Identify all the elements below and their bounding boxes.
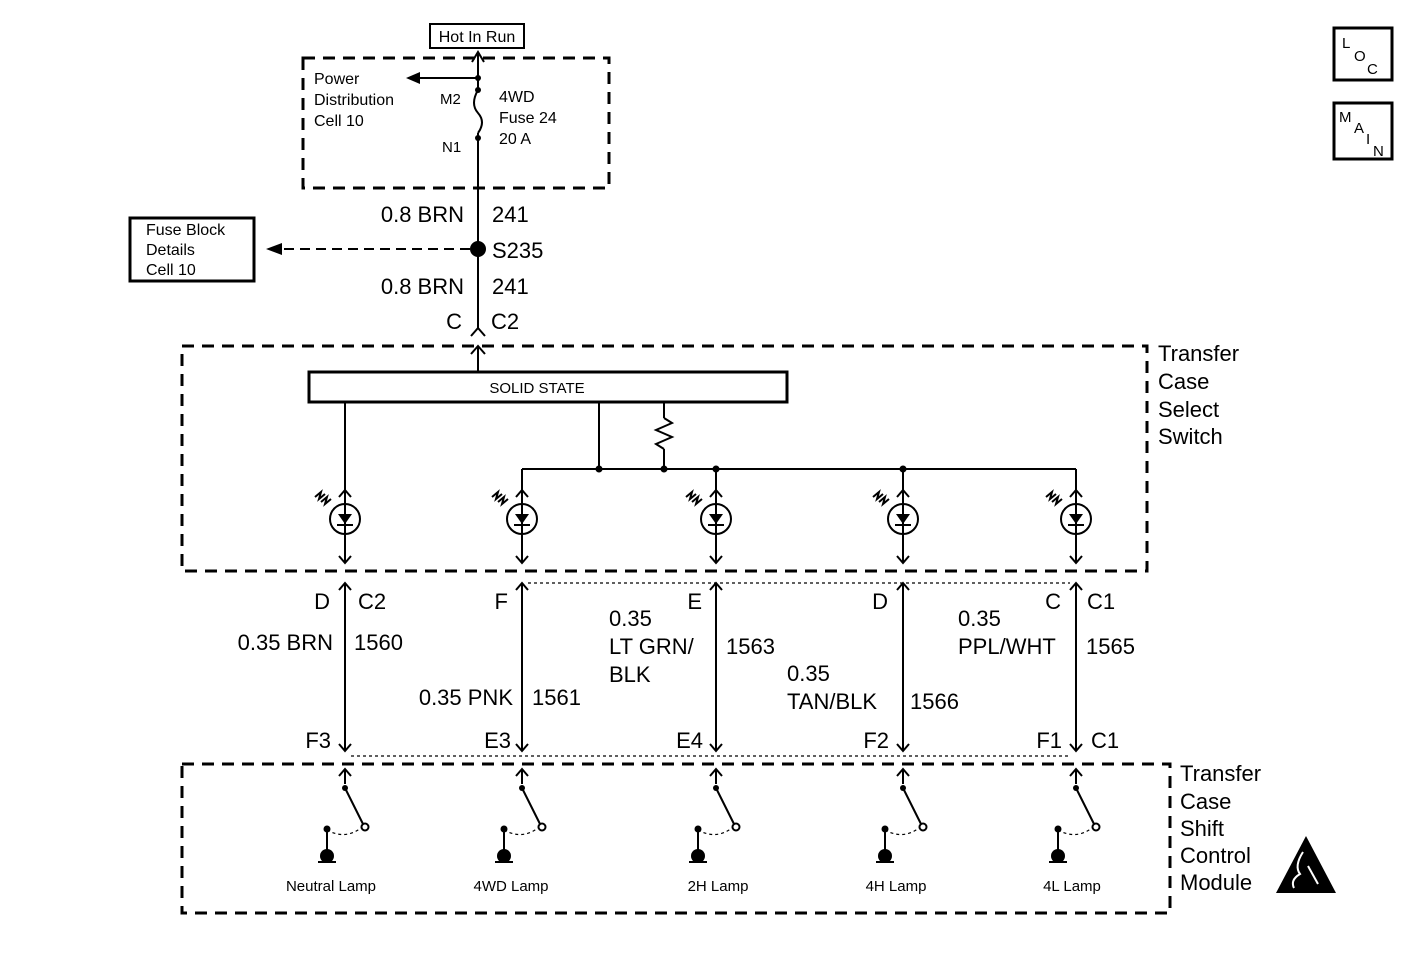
c1565-bottom-conn: C1 (1091, 728, 1119, 753)
fuse-line1: 4WD (499, 89, 535, 106)
led-2h (685, 488, 732, 565)
conn-top-connector: C2 (491, 309, 519, 334)
shift-module-line1: Transfer (1180, 761, 1261, 786)
c1563-wire-a: 0.35 (609, 606, 652, 631)
main-feed-wire (406, 50, 485, 328)
main-letter-n: N (1373, 143, 1384, 160)
loc-letter-o: O (1354, 48, 1366, 65)
switch-2h (689, 767, 741, 863)
splice-label: S235 (492, 238, 543, 263)
c1563-wire-b: LT GRN/ (609, 634, 695, 659)
power-dist-line2: Distribution (314, 92, 394, 109)
led-group (314, 488, 1092, 565)
c1560-circuit: 1560 (354, 630, 403, 655)
c1563-circuit: 1563 (726, 634, 775, 659)
c1563-wire-c: BLK (609, 662, 651, 687)
c1561-bottom-pin: E3 (484, 728, 511, 753)
lamp-label-4h: 4H Lamp (866, 878, 927, 895)
fuse-block-line1: Fuse Block (146, 222, 226, 239)
c1566-circuit: 1566 (910, 689, 959, 714)
fuse-symbol (473, 89, 483, 134)
led-neutral (314, 488, 361, 565)
internal-bus (344, 402, 1077, 492)
c1565-wire-b: PPL/WHT (958, 634, 1056, 659)
hot-in-run-box (429, 23, 525, 49)
shift-module-line3: Shift (1180, 816, 1224, 841)
hot-in-run-label: Hot In Run (439, 29, 515, 46)
wire-top-gauge: 0.8 BRN (381, 202, 464, 227)
c1565-circuit: 1565 (1086, 634, 1135, 659)
fuse-block-line3: Cell 10 (146, 262, 196, 279)
fuse-block-line2: Details (146, 242, 195, 259)
esd-warning-icon (1276, 836, 1336, 893)
c1561-wire: 0.35 PNK (419, 685, 513, 710)
c1563-top-pin: E (687, 589, 702, 614)
switch-4h (876, 767, 928, 863)
c1560-bottom-pin: F3 (305, 728, 331, 753)
loc-letter-c: C (1367, 61, 1378, 78)
conn-top-symbol (470, 326, 486, 337)
shift-module-line5: Module (1180, 870, 1252, 895)
main-letter-i: I (1366, 131, 1370, 148)
led-4wd (491, 488, 538, 565)
shift-module-line2: Case (1180, 789, 1231, 814)
lamp-label-neutral: Neutral Lamp (286, 878, 376, 895)
loc-letter-l: L (1342, 35, 1350, 52)
c1565-top-pin: C (1045, 589, 1061, 614)
resistor-symbol (653, 417, 675, 450)
c1566-bottom-pin: F2 (863, 728, 889, 753)
fuse-block-arrow (266, 243, 282, 255)
lamp-label-4l: 4L Lamp (1043, 878, 1101, 895)
c1565-top-conn: C1 (1087, 589, 1115, 614)
main-letter-a: A (1354, 120, 1364, 137)
c1566-top-pin: D (872, 589, 888, 614)
power-distribution-box (301, 56, 611, 190)
lamp-label-4wd: 4WD Lamp (473, 878, 548, 895)
select-switch-line2: Case (1158, 369, 1209, 394)
power-dist-line3: Cell 10 (314, 113, 364, 130)
power-dist-line1: Power (314, 71, 360, 88)
c1561-circuit: 1561 (532, 685, 581, 710)
c1566-wire-a: 0.35 (787, 661, 830, 686)
fuse-n1-label: N1 (442, 139, 461, 156)
main-button[interactable]: M A I N (1332, 101, 1394, 161)
lamp-label-2h: 2H Lamp (688, 878, 749, 895)
splice-s235-dot (470, 241, 486, 257)
c1561-top-pin: F (495, 589, 508, 614)
fuse-m2-label: M2 (440, 91, 461, 108)
select-switch-line1: Transfer (1158, 341, 1239, 366)
c1560-top-pin: D (314, 589, 330, 614)
fuse-line3: 20 A (499, 131, 531, 148)
wire-mid-circuit: 241 (492, 274, 529, 299)
shift-module-box (180, 762, 1172, 915)
solid-state-box (307, 370, 789, 404)
switch-neutral (318, 767, 370, 863)
main-letter-m: M (1339, 109, 1352, 126)
solid-state-label: SOLID STATE (489, 380, 584, 397)
loc-button[interactable]: L O C (1332, 26, 1394, 82)
fuse-block-box (128, 216, 256, 283)
select-switch-line3: Select (1158, 397, 1219, 422)
c1560-top-conn: C2 (358, 589, 386, 614)
select-switch-line4: Switch (1158, 424, 1223, 449)
c1565-wire-a: 0.35 (958, 606, 1001, 631)
wire-mid-gauge: 0.8 BRN (381, 274, 464, 299)
switch-4l (1049, 767, 1101, 863)
shift-module-line4: Control (1180, 843, 1251, 868)
wire-top-circuit: 241 (492, 202, 529, 227)
c1566-wire-b: TAN/BLK (787, 689, 877, 714)
led-4l (1045, 488, 1092, 565)
conn-top-pin: C (446, 309, 462, 334)
c1565-bottom-pin: F1 (1036, 728, 1062, 753)
circuit-wires (338, 581, 1083, 753)
fuse-line2: Fuse 24 (499, 110, 557, 127)
c1560-wire: 0.35 BRN (238, 630, 333, 655)
lamp-switches (318, 767, 1101, 863)
select-switch-box (180, 344, 1149, 573)
led-4h (872, 488, 919, 565)
c1563-bottom-pin: E4 (676, 728, 703, 753)
switch-4wd (495, 767, 547, 863)
